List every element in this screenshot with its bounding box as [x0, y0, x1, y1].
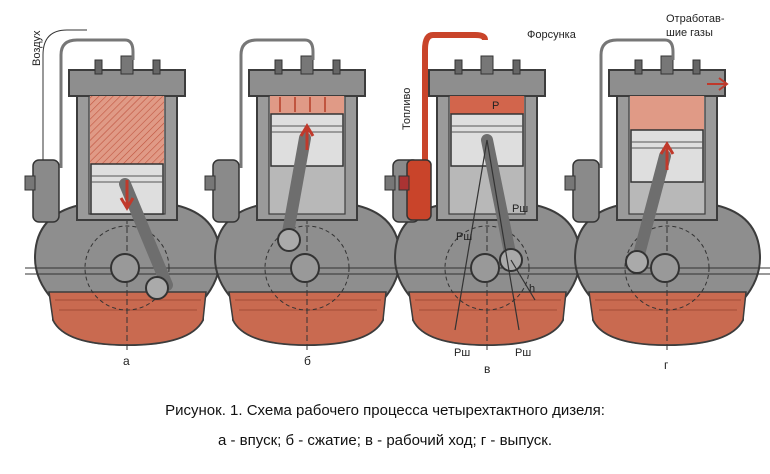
- air-label: Воздух: [31, 30, 43, 66]
- figure-caption-legend: а - впуск; б - сжатие; в - рабочий ход; …: [217, 432, 553, 449]
- height-label: h: [529, 283, 535, 295]
- force-label-left: Рш: [456, 231, 472, 243]
- stage-label-v: в: [484, 362, 490, 376]
- exhaust-label-line1: Отработав-: [666, 13, 725, 25]
- engine-stage-power: [384, 32, 591, 351]
- figure-caption-title: Рисунок. 1. Схема рабочего процесса четы…: [165, 402, 605, 419]
- stage-label-a: а: [123, 354, 130, 368]
- fuel-label: Топливо: [401, 88, 413, 130]
- engine-stage-compression: [204, 38, 411, 351]
- exhaust-label-line2: шие газы: [666, 27, 713, 39]
- force-label-bottom-right: Рш: [515, 347, 531, 359]
- stage-label-g: г: [664, 358, 669, 372]
- injector-label: Форсунка: [527, 29, 577, 41]
- pressure-label: Р: [492, 100, 499, 112]
- engine-stage-exhaust: [564, 38, 770, 351]
- force-label-bottom-left: Рш: [454, 347, 470, 359]
- force-label-right: Рш: [512, 203, 528, 215]
- stage-label-b: б: [304, 354, 311, 368]
- engine-stage-intake: [24, 29, 231, 351]
